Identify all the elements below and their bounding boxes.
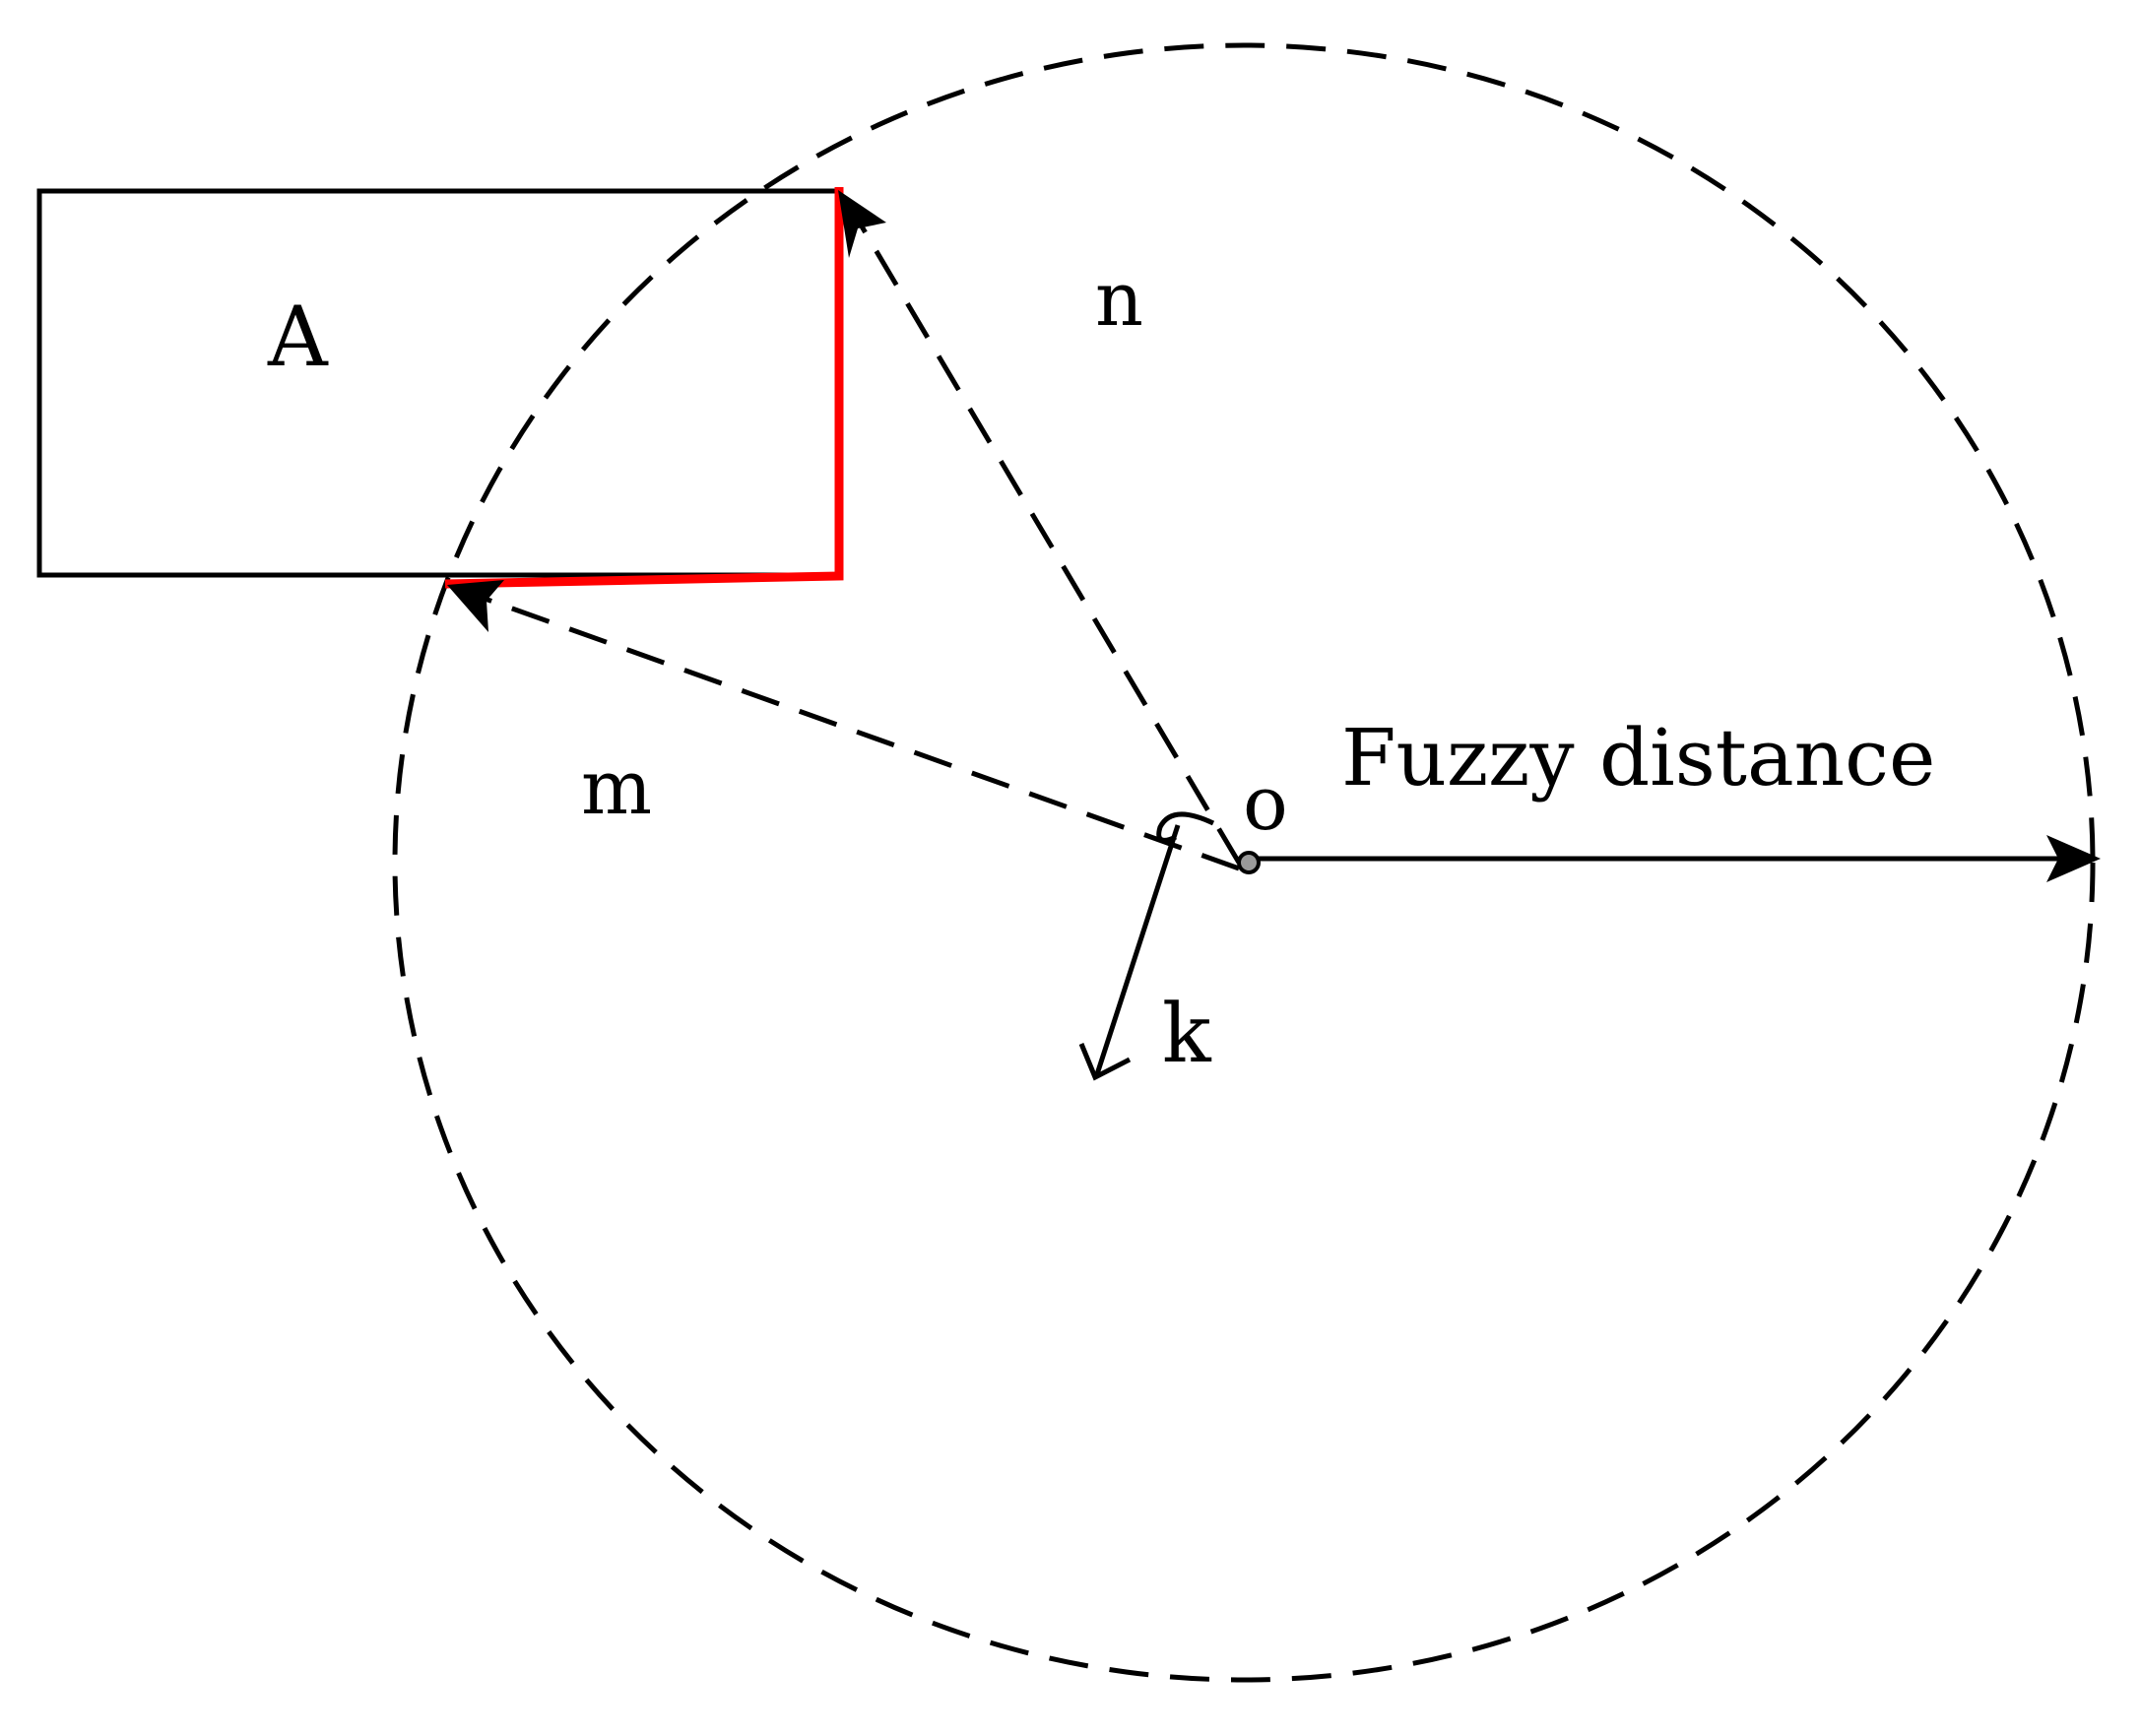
- vector-m-line: [462, 588, 1240, 871]
- obstacle-a-rect: [36, 188, 842, 578]
- angle-arc: [1156, 811, 1215, 843]
- vector-n-label: n: [1095, 255, 1143, 343]
- region-a-label: A: [268, 289, 328, 385]
- vector-m-label: m: [581, 743, 653, 831]
- fuzzy-distance-label: Fuzzy distance: [1341, 712, 1936, 804]
- vector-k-arrowhead: [1078, 1043, 1132, 1081]
- vector-k-label: k: [1162, 988, 1211, 1081]
- origin-point: [1237, 851, 1261, 874]
- radius-arrowhead: [2046, 835, 2101, 882]
- fuzzy-circle: [392, 42, 2096, 1683]
- origin-label: o: [1243, 759, 1288, 847]
- vector-k-line: [1093, 824, 1181, 1078]
- vector-m-arrowhead: [447, 580, 504, 632]
- vector-n-arrowhead: [838, 190, 886, 258]
- highlighted-edge: [444, 187, 844, 589]
- vector-n-line: [846, 203, 1242, 865]
